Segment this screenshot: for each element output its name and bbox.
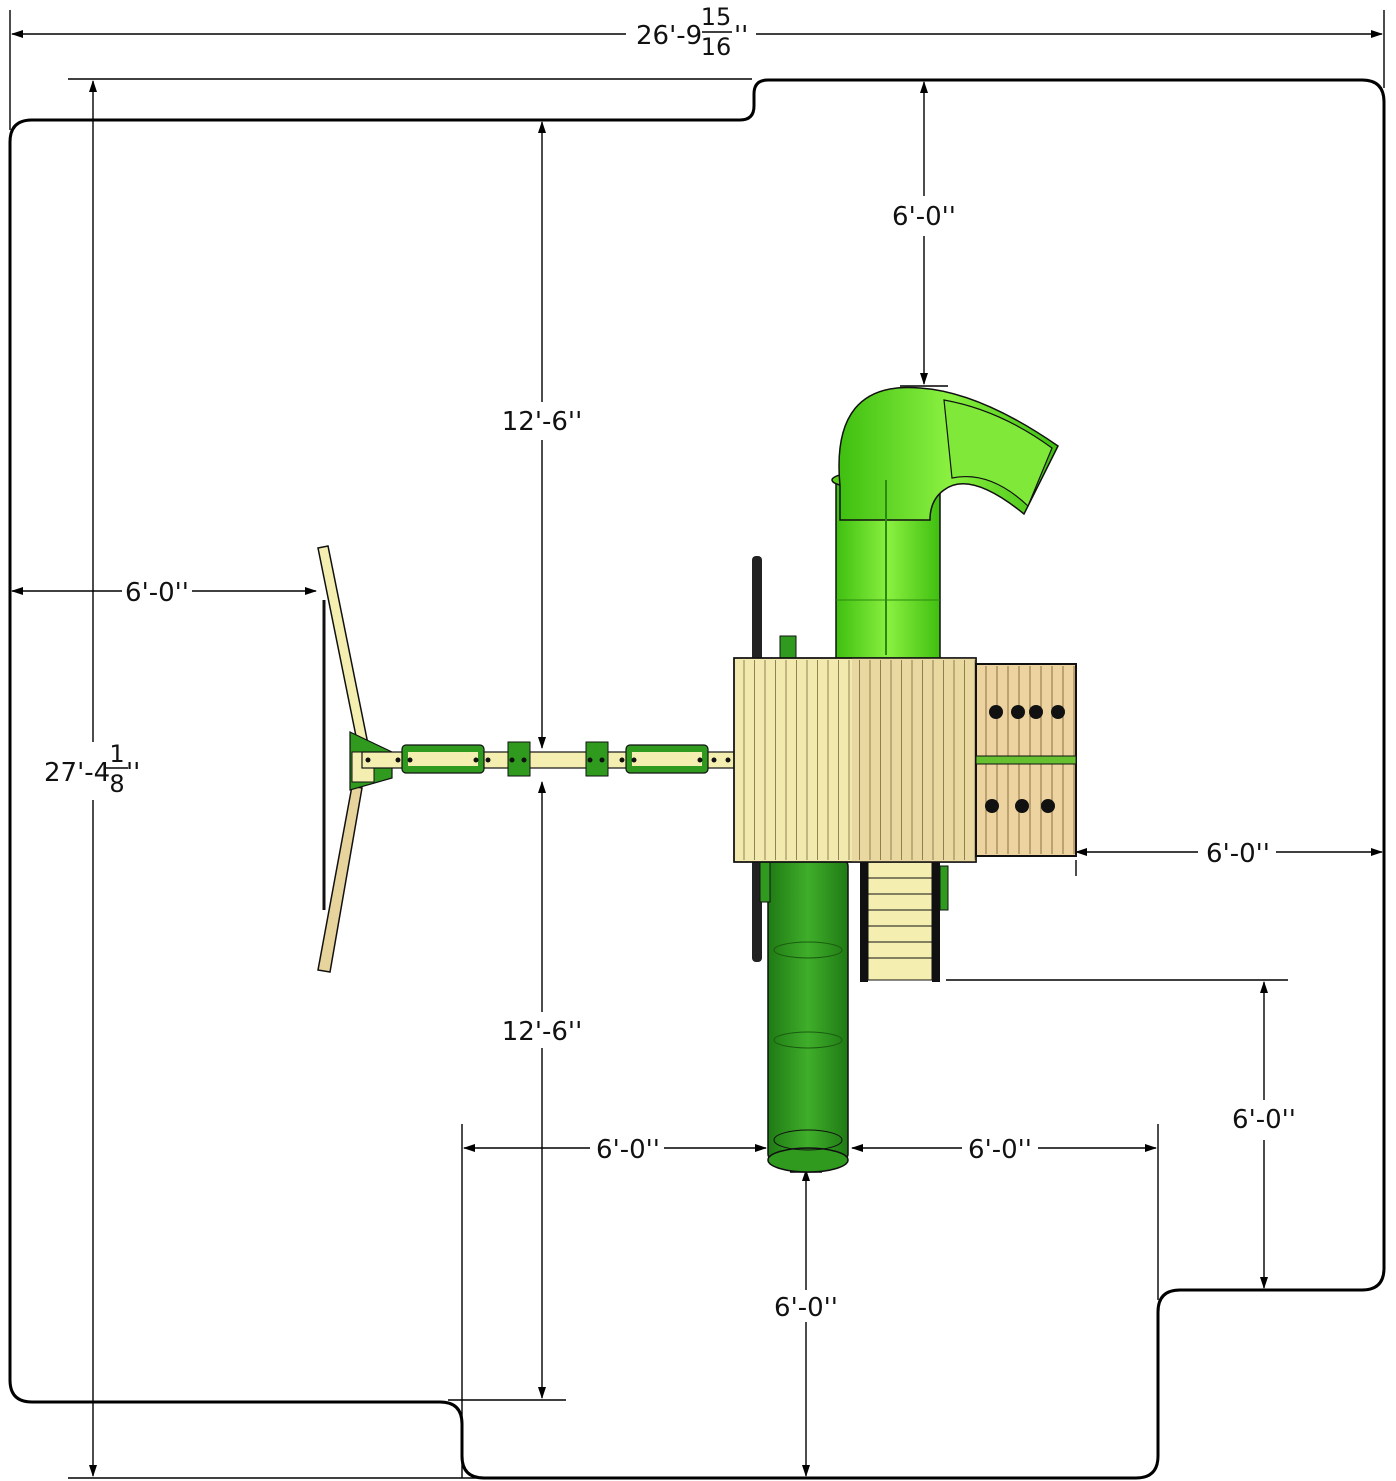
overall-width-numerator: 15 <box>701 3 732 31</box>
top-clearance-label: 6'-0'' <box>892 202 956 232</box>
safety-zone-boundary <box>8 78 1386 1480</box>
ladder <box>860 860 949 982</box>
slide-bottom-label: 6'-0'' <box>774 1293 838 1323</box>
overall-width-main: 26'-9 <box>636 21 702 51</box>
overall-depth-numerator: 1 <box>109 740 124 768</box>
swing-beam <box>361 741 739 777</box>
climbing-holds <box>985 705 1065 813</box>
right-clearance-label: 6'-0'' <box>1206 839 1270 869</box>
overall-width-denominator: 16 <box>701 33 732 61</box>
ladder-clearance-dimension: 6'-0'' <box>946 979 1296 1289</box>
half-depth-dimensions: 12'-6'' 12'-6'' <box>448 121 582 1401</box>
climbing-wall <box>975 663 1077 857</box>
upper-half-label: 12'-6'' <box>502 407 582 437</box>
left-clearance-label: 6'-0'' <box>125 578 189 608</box>
main-deck <box>733 657 977 863</box>
top-clearance-dimension: 6'-0'' <box>892 81 956 387</box>
slide-left-label: 6'-0'' <box>596 1135 660 1165</box>
overall-depth-main: 27'-4 <box>44 758 110 788</box>
overall-depth-denominator: 8 <box>109 770 124 798</box>
left-clearance-dimension: 6'-0'' <box>11 578 317 608</box>
ladder-clearance-label: 6'-0'' <box>1232 1105 1296 1135</box>
slide-right-label: 6'-0'' <box>968 1135 1032 1165</box>
overall-depth-suffix: '' <box>126 758 140 788</box>
lower-half-label: 12'-6'' <box>502 1017 582 1047</box>
overall-width-dimension: 26'-9 15 16 '' <box>9 3 1385 130</box>
slide-bottom-clearance: 6'-0'' <box>774 1169 838 1477</box>
overall-depth-dimension: 27'-4 1 8 '' <box>44 78 752 1479</box>
right-clearance-dimension: 6'-0'' <box>1075 839 1383 876</box>
slide-side-clearances: 6'-0'' 6'-0'' <box>461 1124 1159 1478</box>
straight-slide <box>767 859 849 1173</box>
overall-width-suffix: '' <box>734 21 748 51</box>
tube-slide <box>831 386 1059 661</box>
